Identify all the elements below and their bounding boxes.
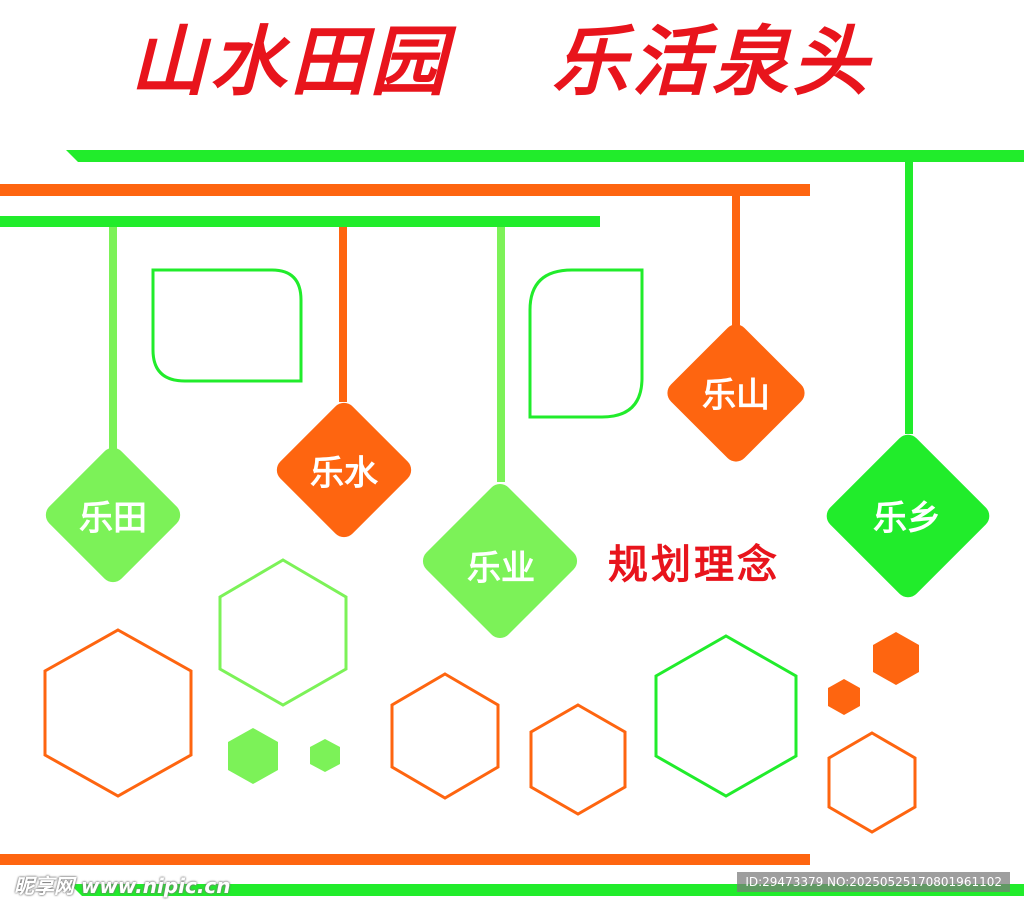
pendant-label-leshui: 乐水	[310, 453, 378, 494]
hexagon-filled	[310, 739, 340, 772]
hexagon-outline	[218, 558, 348, 707]
subtitle-planning-concept: 规划理念	[608, 541, 780, 588]
hexagon-filled	[828, 679, 860, 715]
hexagon-outline	[43, 628, 193, 798]
lower-green-bar	[0, 216, 600, 227]
cord-leye	[497, 227, 505, 482]
hexagon-outline	[390, 672, 500, 800]
watermark-site: 昵享网 www.nipic.cn	[14, 874, 231, 898]
hexagon-outline	[529, 703, 627, 816]
hexagon-filled	[228, 728, 278, 784]
middle-orange-bar	[0, 184, 810, 196]
top-green-bar	[66, 150, 1024, 162]
cord-leshui	[339, 227, 347, 402]
pendant-label-leye: 乐业	[467, 548, 535, 589]
cord-leshan	[732, 196, 740, 326]
hexagon-filled	[873, 632, 919, 685]
cord-lexiang	[905, 162, 913, 434]
leaf-frame-left	[151, 268, 303, 383]
hexagon-outline	[654, 634, 798, 798]
pendant-label-letian: 乐田	[79, 498, 147, 539]
leaf-frame-right	[528, 268, 644, 419]
title-right: 乐活泉头	[552, 17, 872, 106]
pendant-label-lexiang: 乐乡	[873, 498, 941, 539]
title-left: 山水田园	[130, 17, 450, 106]
hexagon-outline	[827, 731, 917, 834]
bottom-orange-bar	[0, 854, 810, 865]
cord-letian	[109, 227, 117, 449]
pendant-label-leshan: 乐山	[702, 375, 770, 416]
watermark-id: ID:29473379 NO:20250525170801961102	[737, 872, 1010, 892]
